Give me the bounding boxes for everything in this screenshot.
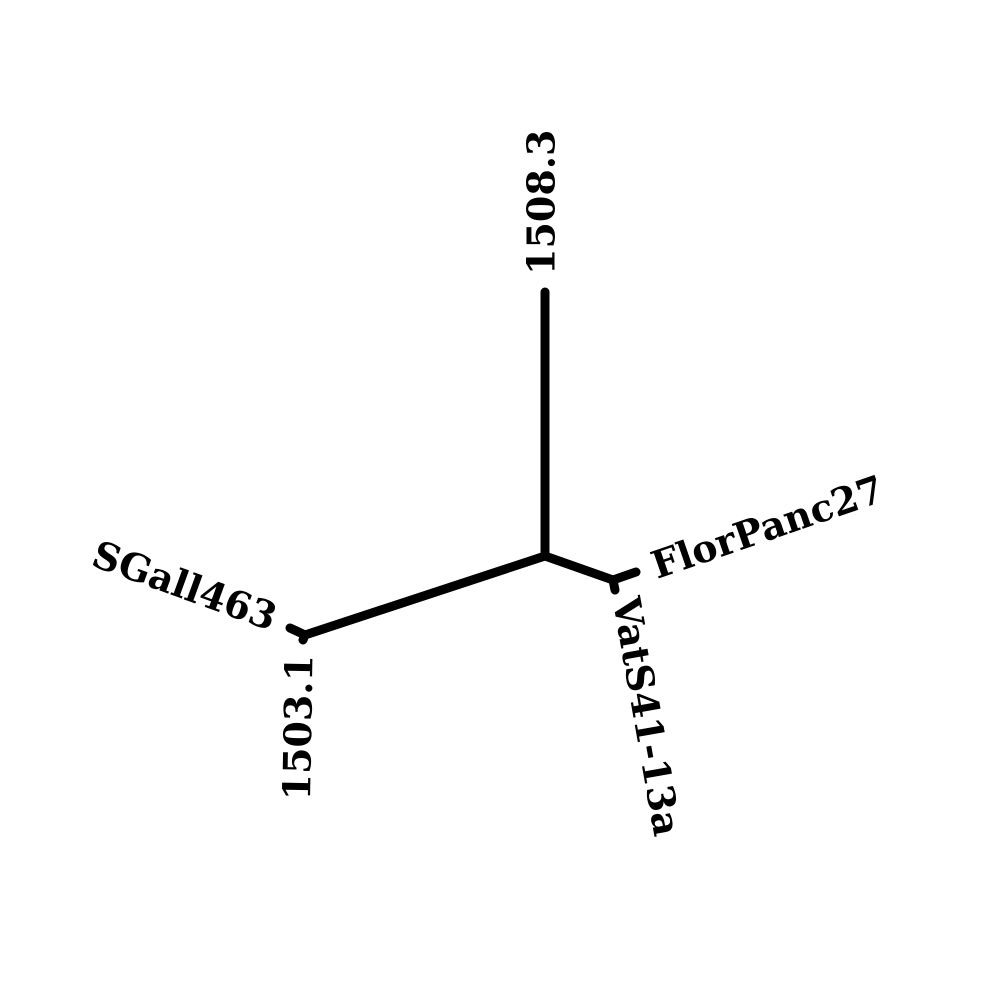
branch-internal-right [540,551,618,585]
tip-labels: 1508.3 FlorPanc27 VatS41-13a SGall463 15… [87,130,890,840]
label-1503-1: 1503.1 [274,655,322,801]
branch-internal-left [300,551,550,640]
label-vats41-13a: VatS41-13a [604,592,690,839]
label-1508-3: 1508.3 [519,130,564,275]
branch-1503-1 [298,630,310,645]
tree-branches [285,287,641,645]
label-florpanc27: FlorPanc27 [645,466,889,588]
label-sgall463: SGall463 [87,531,283,639]
branch-vats41-13a [608,575,620,595]
